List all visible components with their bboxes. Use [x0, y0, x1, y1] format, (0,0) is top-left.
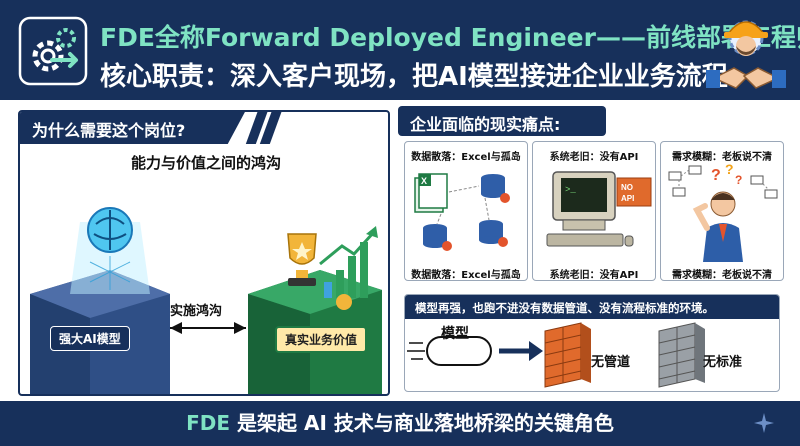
ai-model-label: 强大AI模型 — [50, 326, 130, 351]
pain-card-legacy-system: 系统老旧：没有API >_ NO API 系统老旧：没有API — [532, 141, 656, 281]
blocked-model-caption: 模型再强，也跑不进没有数据管道、没有流程标准的环境。 — [405, 295, 779, 319]
header-banner: FDE全称Forward Deployed Engineer——前线部署工程师 … — [0, 0, 800, 100]
header-title-line2: 核心职责：深入客户现场，把AI模型接进企业业务流程 — [100, 62, 728, 92]
sparkle-icon — [754, 413, 774, 433]
brick-wall-icon — [544, 322, 591, 388]
svg-text:API: API — [621, 194, 634, 203]
implementation-gap-label: 实施鸿沟 — [170, 304, 223, 319]
no-pipeline-label: 无管道 — [591, 355, 631, 370]
why-needed-title: 为什么需要这个岗位? — [20, 112, 246, 144]
pain-card-label-top: 系统老旧：没有API — [549, 152, 639, 163]
no-standard-label: 无标准 — [703, 355, 743, 370]
pain-card-label-bottom: 需求模糊：老板说不清 — [672, 270, 772, 281]
svg-text:?: ? — [735, 173, 742, 187]
svg-text:NO: NO — [621, 183, 633, 192]
legacy-computer-icon: >_ NO API — [546, 171, 652, 247]
gap-heading: 能力与价值之间的鸿沟 — [130, 154, 281, 172]
pain-points-title: 企业面临的现实痛点: — [398, 106, 606, 136]
pain-card-label-bottom: 系统老旧：没有API — [549, 270, 639, 281]
capability-gap-illustration — [30, 207, 382, 394]
footer-banner: FDE 是架起 AI 技术与商业落地桥梁的关键角色 — [0, 401, 800, 446]
stone-wall-icon — [658, 322, 705, 388]
why-needed-panel: 为什么需要这个岗位? 能力与价值之间的鸿沟 — [18, 110, 390, 396]
pain-card-vague-requirements: 需求模糊：老板说不清 ? ? ? 需求模糊：老板说不清 — [660, 141, 784, 281]
blocked-model-box: 模型再强，也跑不进没有数据管道、没有流程标准的环境。 模型 无管道 无标准 — [404, 294, 780, 392]
confused-boss-icon: ? ? ? — [668, 162, 778, 262]
svg-text:>_: >_ — [565, 185, 576, 195]
header-title-line1: FDE全称Forward Deployed Engineer——前线部署工程师 — [100, 23, 800, 52]
footer-emphasis: FDE — [186, 411, 231, 435]
pain-card-label-bottom: 数据散落：Excel与孤岛 — [411, 270, 521, 281]
svg-text:X: X — [421, 176, 427, 186]
footer-text: FDE 是架起 AI 技术与商业落地桥梁的关键角色 — [186, 411, 614, 435]
model-label: 模型 — [441, 326, 469, 342]
gear-deploy-icon — [18, 16, 88, 86]
model-blocked-by-walls-illustration — [407, 322, 705, 388]
svg-text:?: ? — [711, 167, 721, 184]
business-value-label: 真实业务价值 — [275, 326, 368, 353]
footer-statement: 是架起 AI 技术与商业落地桥梁的关键角色 — [230, 411, 614, 435]
scattered-data-icon: X — [414, 173, 510, 251]
pain-card-label-top: 数据散落：Excel与孤岛 — [411, 152, 521, 163]
engineer-handshake-icon — [706, 20, 786, 89]
pain-card-label-top: 需求模糊：老板说不清 — [672, 152, 772, 163]
svg-text:?: ? — [725, 162, 734, 177]
pain-card-scattered-data: 数据散落：Excel与孤岛 X 数据散落：Excel与孤岛 — [404, 141, 528, 281]
